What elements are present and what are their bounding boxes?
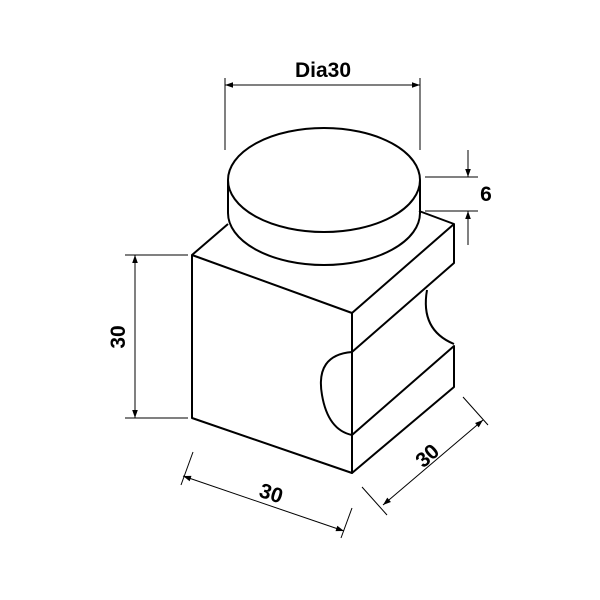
dimension-label-cap-height: 6 xyxy=(480,183,492,206)
groove-upper-edge xyxy=(351,224,455,353)
dimension-body-height: 30 xyxy=(107,254,188,419)
block-front-face xyxy=(191,254,353,474)
dimension-label-diameter: Dia30 xyxy=(295,59,351,82)
dimension-diameter: Dia30 xyxy=(224,59,421,150)
cap-top-ellipse xyxy=(227,127,421,233)
dimension-label-body-height: 30 xyxy=(107,325,130,348)
dimension-label-body-depth: 30 xyxy=(411,440,444,473)
dimension-cap-height: 6 xyxy=(425,150,492,245)
dimension-label-body-width: 30 xyxy=(256,479,285,508)
cap-side xyxy=(227,180,421,266)
groove-back-arc xyxy=(424,289,455,345)
block-right-face-outline xyxy=(319,313,455,474)
block-top-edge-left xyxy=(191,223,229,256)
dimension-body-depth: 30 xyxy=(361,396,489,516)
block-body xyxy=(191,210,455,474)
cylinder-cap xyxy=(227,127,421,266)
